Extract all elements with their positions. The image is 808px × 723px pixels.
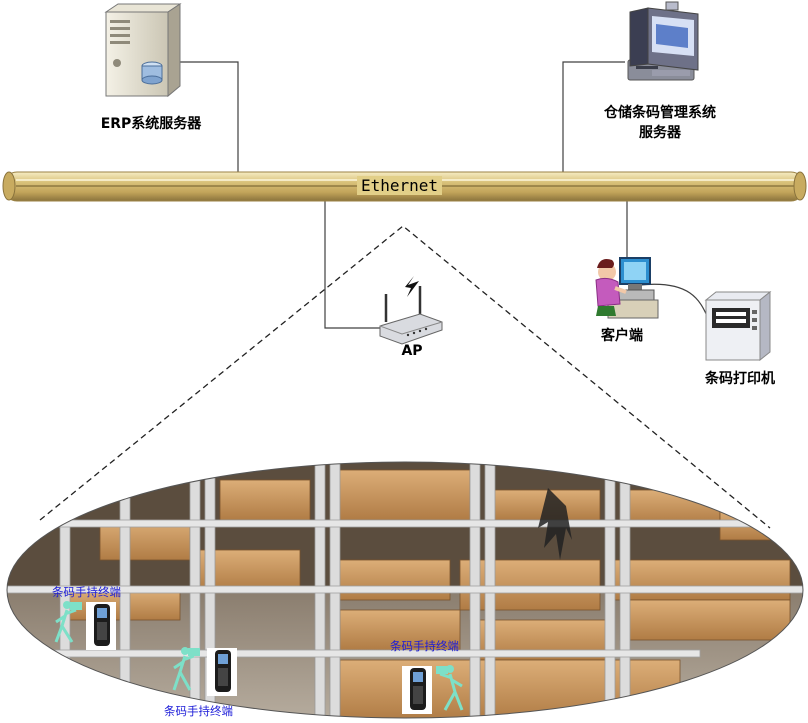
- server-tower-icon: [104, 3, 182, 98]
- cardboard-box: [219, 479, 311, 521]
- terminal-label: 条码手持终端: [164, 704, 233, 718]
- printer-label: 条码打印机: [705, 371, 775, 387]
- person-at-computer-icon: [595, 257, 659, 319]
- desktop-computer-icon: [627, 1, 699, 81]
- handheld-scanner-icon: [207, 648, 237, 696]
- wms-server-link: [562, 61, 625, 186]
- cardboard-box: [619, 599, 791, 641]
- handheld-scanner-icon: [402, 666, 432, 714]
- cardboard-box: [479, 659, 681, 718]
- warehouse-photo-frame: [6, 461, 804, 719]
- wireless-router-icon: [379, 276, 443, 345]
- cardboard-box: [609, 559, 791, 601]
- ap-link: [324, 186, 380, 329]
- client-label: 客户端: [601, 328, 643, 344]
- wireless-coverage-boundary: [39, 225, 771, 529]
- shelf-beam: [7, 649, 701, 658]
- shelf-beam: [7, 585, 803, 594]
- warehouse-shelves: [7, 462, 803, 718]
- ap-label: AP: [401, 343, 423, 359]
- erp-server-link: [178, 61, 239, 186]
- erp-server-label: ERP系统服务器: [100, 116, 202, 132]
- terminal-label: 条码手持终端: [390, 639, 459, 653]
- terminal-label: 条码手持终端: [52, 585, 121, 599]
- wms-server-label-line2: 服务器: [639, 125, 681, 141]
- cardboard-box: [459, 559, 601, 611]
- worker-icon: [436, 665, 464, 711]
- cardboard-box: [619, 489, 721, 525]
- cardboard-box: [329, 559, 451, 601]
- cardboard-box: [329, 469, 471, 521]
- shelf-beam: [7, 519, 803, 528]
- wms-server-label: 仓储条码管理系统 服务器: [575, 103, 745, 143]
- worker-icon: [54, 601, 82, 643]
- cardboard-box: [339, 609, 461, 651]
- barcode-printer-icon: [704, 290, 772, 362]
- handheld-scanner-icon: [86, 602, 116, 650]
- worker-icon: [172, 647, 200, 691]
- ethernet-label: Ethernet: [357, 176, 443, 195]
- wms-server-label-line1: 仓储条码管理系统: [604, 105, 716, 121]
